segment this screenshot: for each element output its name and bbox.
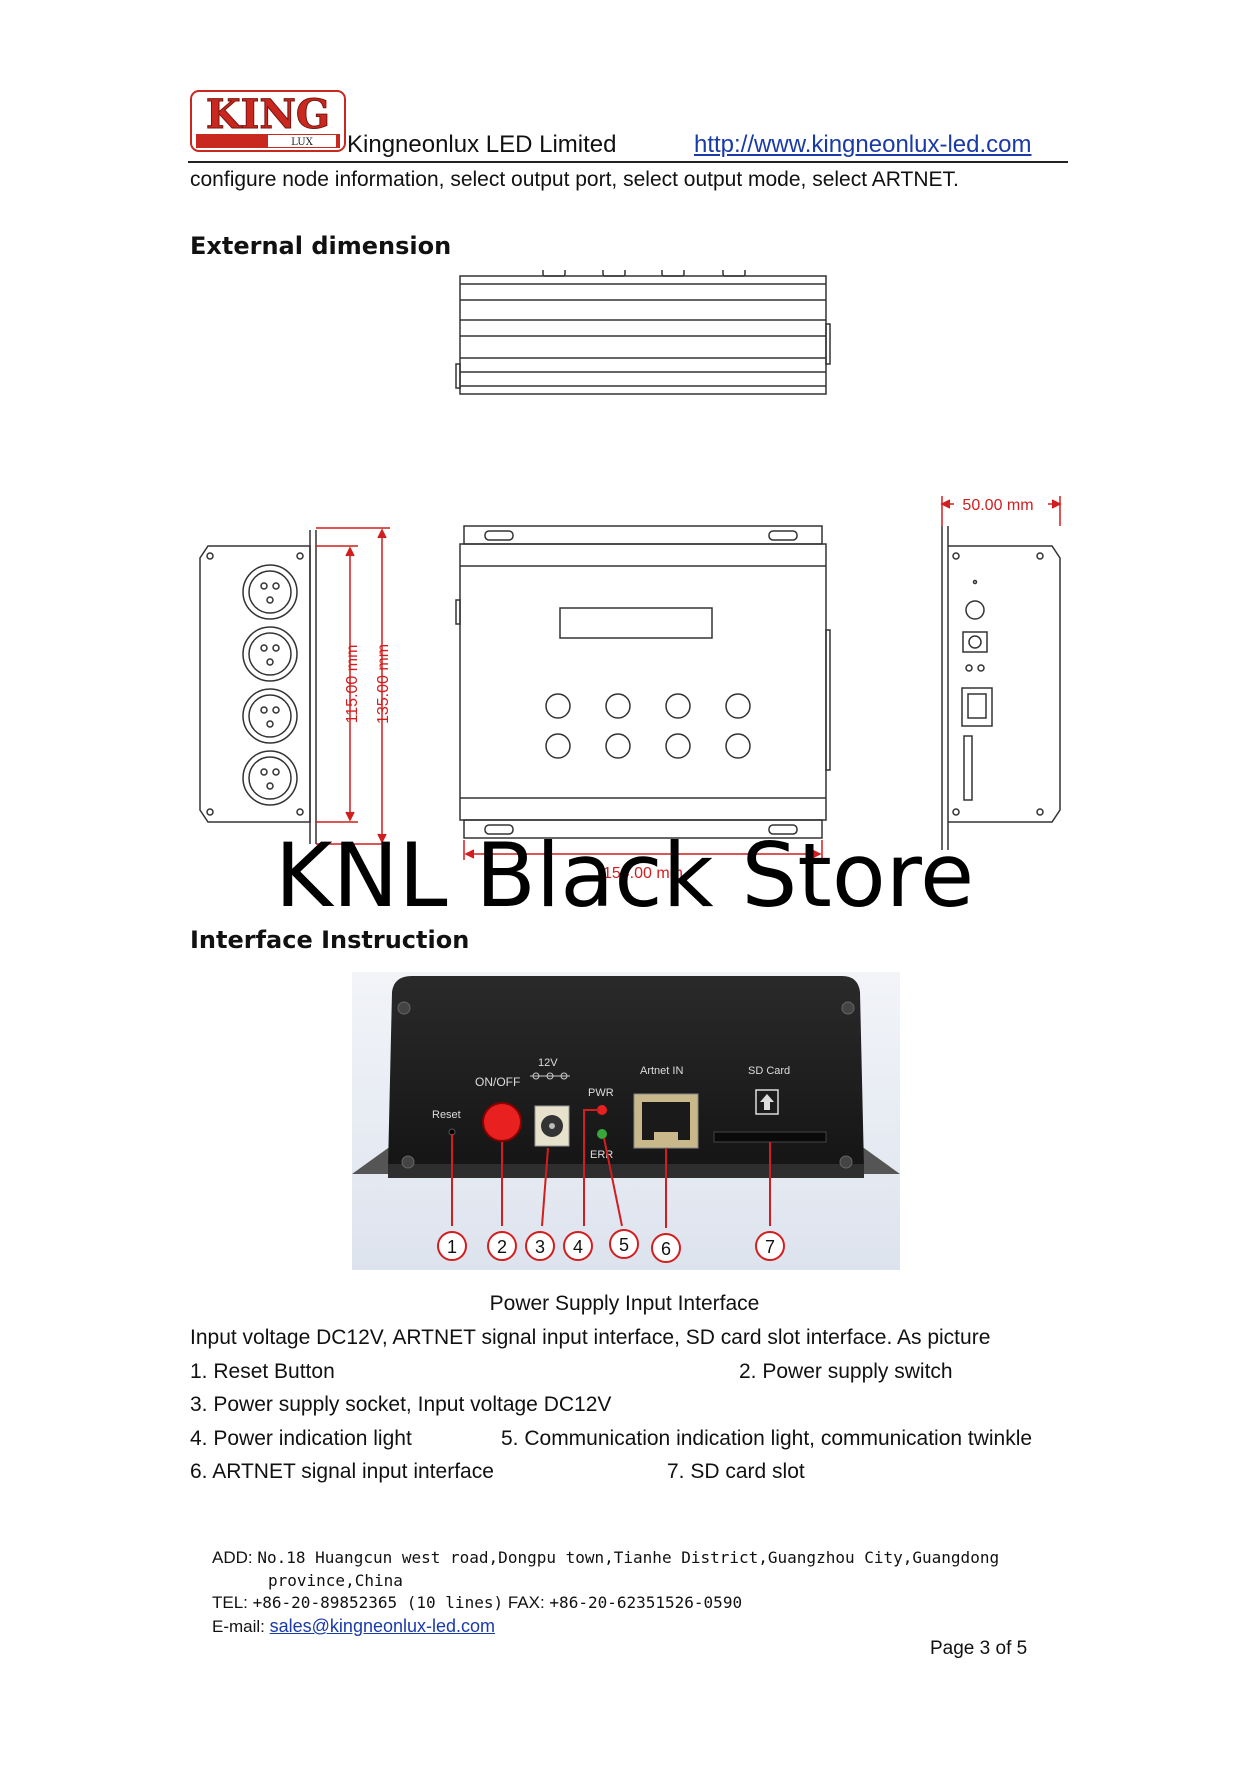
power-switch xyxy=(482,1102,522,1142)
list-item: 3. Power supply socket, Input voltage DC… xyxy=(190,1393,612,1416)
list-item: 6. ARTNET signal input interface xyxy=(190,1460,494,1483)
callout-lines xyxy=(451,1109,771,1228)
address-label: ADD: xyxy=(212,1548,253,1567)
lcd-window xyxy=(559,607,713,639)
interface-photo: Reset ON/OFF 12V PWR ERR Artnet IN SD Ca… xyxy=(352,972,900,1270)
dim-50: 50.00 mm xyxy=(962,497,1033,514)
list-item: 2. Power supply switch xyxy=(739,1360,953,1383)
label-err: ERR xyxy=(590,1149,613,1161)
list-item: 1. Reset Button xyxy=(190,1360,335,1383)
callout-6: 6 xyxy=(661,1239,671,1259)
email-link[interactable]: sales@kingneonlux-led.com xyxy=(269,1616,496,1636)
footer-phone: TEL: +86-20-89852365 (10 lines) FAX: +86… xyxy=(212,1593,742,1613)
dimension-title: External dimension xyxy=(190,232,452,260)
callout-5: 5 xyxy=(619,1235,629,1255)
label-sdcard: SD Card xyxy=(748,1065,790,1077)
callout-3: 3 xyxy=(535,1237,545,1257)
xlr-connector xyxy=(242,626,298,682)
logo-text: KING xyxy=(206,91,330,138)
header-divider xyxy=(188,161,1068,163)
list-item: 4. Power indication light xyxy=(190,1427,412,1450)
label-12v: 12V xyxy=(538,1057,558,1069)
footer-address: ADD: No.18 Huangcun west road,Dongpu tow… xyxy=(212,1548,999,1568)
side-view-left xyxy=(199,530,317,844)
xlr-connector xyxy=(242,688,298,744)
watermark-text: KNL Black Store xyxy=(274,824,975,927)
xlr-connector xyxy=(242,564,298,620)
callout-1: 1 xyxy=(447,1237,457,1257)
intro-text: configure node information, select outpu… xyxy=(190,168,959,191)
website-link[interactable]: http://www.kingneonlux-led.com xyxy=(694,131,1032,158)
top-view xyxy=(455,270,831,395)
dim-115: 115.00 mm xyxy=(344,645,361,724)
depth-dimension: 50.00 mm xyxy=(940,496,1062,526)
photo-caption: Power Supply Input Interface xyxy=(489,1292,760,1315)
footer-email: E-mail: sales@kingneonlux-led.com xyxy=(212,1616,495,1637)
callout-4: 4 xyxy=(573,1237,583,1257)
fax-label: FAX: xyxy=(507,1593,545,1612)
callout-7: 7 xyxy=(765,1237,775,1257)
address-value: No.18 Huangcun west road,Dongpu town,Tia… xyxy=(257,1548,1000,1567)
side-view-right xyxy=(941,526,1061,850)
dimension-drawing: 115.00 mm 135.00 mm 154.00 mm xyxy=(199,270,1062,882)
front-view xyxy=(455,525,831,839)
xlr-connector xyxy=(242,750,298,806)
company-name: Kingneonlux LED Limited xyxy=(347,131,617,158)
callout-markers: 1 2 3 4 5 6 7 xyxy=(437,1229,785,1263)
logo-sub: LUX xyxy=(291,137,314,148)
interface-description: Input voltage DC12V, ARTNET signal input… xyxy=(190,1326,991,1349)
footer-address-line2: province,China xyxy=(268,1571,403,1591)
label-pwr: PWR xyxy=(588,1087,614,1099)
width-dimension: 154.00 mm xyxy=(463,840,823,882)
list-item: 5. Communication indication light, commu… xyxy=(501,1427,1033,1450)
fax-value: +86-20-62351526-0590 xyxy=(549,1593,743,1612)
label-artnet: Artnet IN xyxy=(640,1065,683,1077)
address-value-2: province,China xyxy=(268,1571,403,1590)
label-reset: Reset xyxy=(432,1109,461,1121)
tel-value: +86-20-89852365 (10 lines) xyxy=(252,1593,504,1612)
email-label: E-mail: xyxy=(212,1617,265,1636)
page-number: Page 3 of 5 xyxy=(930,1638,1028,1659)
dim-135: 135.00 mm xyxy=(375,644,392,724)
dim-154: 154.00 mm xyxy=(603,865,683,882)
list-item: 7. SD card slot xyxy=(667,1460,805,1483)
tel-label: TEL: xyxy=(212,1593,248,1612)
king-logo: KING LUX xyxy=(190,90,346,152)
interface-title: Interface Instruction xyxy=(190,926,470,954)
callout-2: 2 xyxy=(497,1237,507,1257)
label-onoff: ON/OFF xyxy=(475,1075,520,1089)
height-dimensions: 115.00 mm 135.00 mm xyxy=(316,527,392,845)
